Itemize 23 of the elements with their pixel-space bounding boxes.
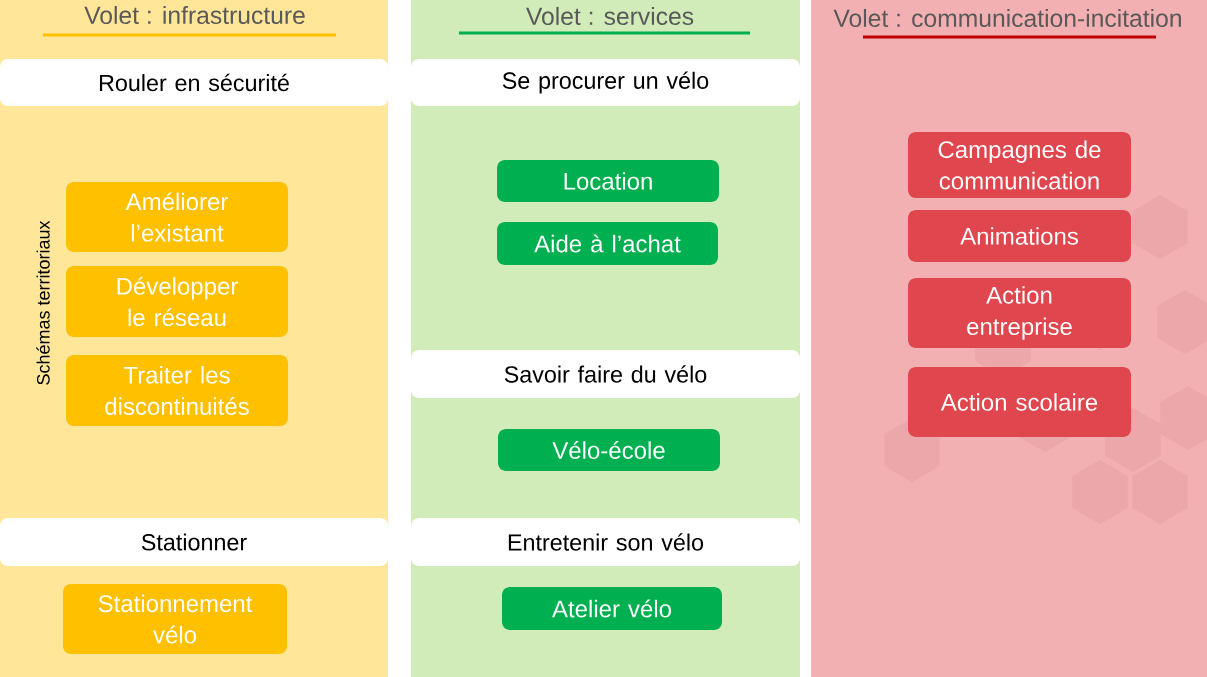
rounded-box: Développer le réseau [66,266,288,337]
rounded-box: Location [497,160,719,202]
heading-bar: Stationner [0,518,388,566]
rounded-box: Campagnes de communication [908,132,1131,198]
rounded-box: Atelier vélo [502,587,722,630]
rounded-box: Améliorer l’existant [66,182,288,252]
heading-bar: Savoir faire du vélo [411,350,800,398]
rounded-box: Action entreprise [908,278,1131,348]
node-label: Savoir faire du vélo [504,365,707,383]
node-label: Stationner [141,533,247,551]
rounded-box: Stationnement vélo [63,584,287,654]
rounded-box: Vélo-école [498,429,720,471]
node-label: Se procurer un vélo [502,71,709,94]
heading-bar: Se procurer un vélo [411,59,800,106]
heading-bar: Entretenir son vélo [411,518,800,566]
rounded-box: Aide à l’achat [497,222,718,265]
vertical-label: Schémas territoriaux [36,220,50,385]
rounded-box: Animations [908,210,1131,262]
rounded-box: Traiter les discontinuités [66,355,288,426]
node-label: Entretenir son vélo [508,533,704,551]
rounded-box: Action scolaire [908,367,1131,437]
node-label: Rouler en sécurité [99,73,289,92]
heading-bar: Rouler en sécurité [0,59,388,106]
